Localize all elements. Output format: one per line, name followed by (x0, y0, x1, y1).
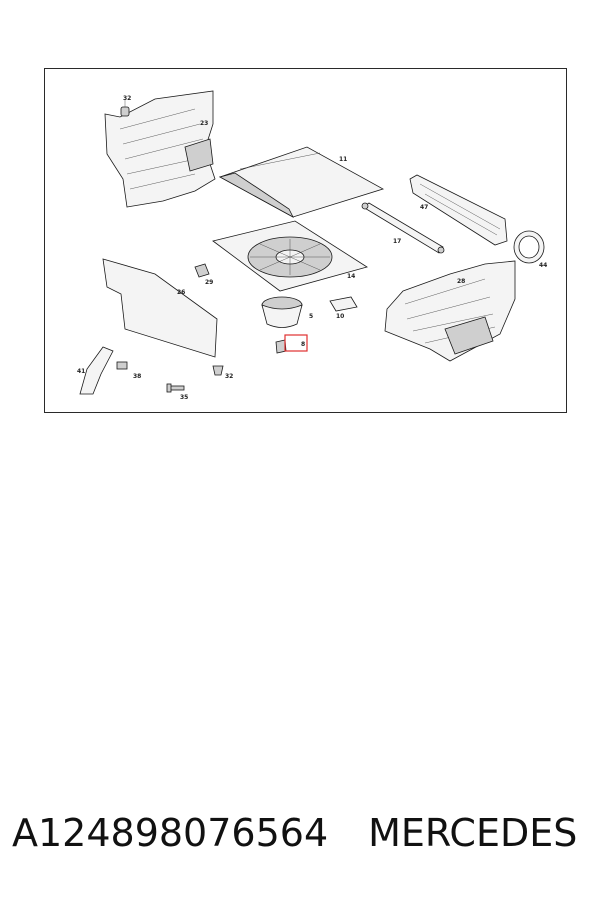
part-caption: A124898076564 MERCEDES (12, 808, 592, 858)
callout-26: 26 (177, 289, 185, 296)
callout-44: 44 (539, 262, 547, 269)
callout-23: 23 (200, 120, 208, 127)
part-10-plate (329, 296, 358, 312)
part-number: A124898076564 (12, 811, 329, 855)
part-38-clip (116, 361, 128, 370)
part-17-strut (361, 202, 445, 254)
callout-38: 38 (133, 373, 141, 380)
part-26-partition-board (102, 258, 218, 358)
part-8-highlight-box (284, 334, 308, 352)
callout-17: 17 (393, 238, 401, 245)
callout-35: 35 (180, 394, 188, 401)
part-32-clip-bottom (212, 365, 224, 376)
callout-28: 28 (457, 278, 465, 285)
part-35-bolt (166, 383, 185, 393)
callout-29: 29 (205, 279, 213, 286)
part-23-left-side-trim (104, 90, 216, 208)
brand-name: MERCEDES (368, 811, 578, 855)
callout-11: 11 (339, 156, 347, 163)
parts-diagram-frame: 32 23 11 47 17 44 14 29 26 28 5 10 8 41 … (44, 68, 567, 413)
callout-32-top: 32 (123, 95, 131, 102)
part-5-holder-bowl (261, 296, 303, 328)
callout-32-bottom: 32 (225, 373, 233, 380)
part-41-handle (79, 346, 114, 395)
callout-14: 14 (347, 273, 355, 280)
callout-5: 5 (309, 313, 313, 320)
callout-10: 10 (336, 313, 344, 320)
exploded-parts-diagram: 32 23 11 47 17 44 14 29 26 28 5 10 8 41 … (77, 90, 547, 401)
callout-41: 41 (77, 368, 85, 375)
part-32-clip-top (120, 99, 130, 117)
part-47-rear-panel-cover (409, 174, 508, 246)
callout-47: 47 (420, 204, 428, 211)
part-44-ring-seal (513, 230, 545, 264)
callout-8: 8 (301, 341, 305, 348)
part-29-clip (194, 263, 210, 278)
part-14-spare-wheel-well (212, 220, 368, 292)
part-8-bracket (275, 334, 308, 354)
part-11-floor-mat (218, 146, 385, 218)
part-28-right-side-trim (384, 260, 516, 362)
